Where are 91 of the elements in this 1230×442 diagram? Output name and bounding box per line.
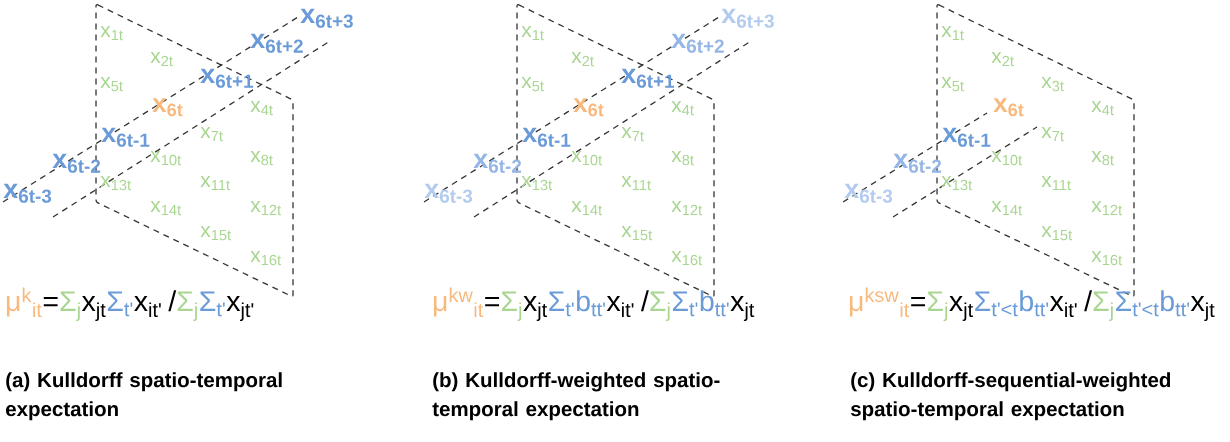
formula-term: x$_{jt}$ [1190,295,1215,322]
grid-cell-label: x$_{15t}$ [621,225,652,241]
target-cell-label: x$_{6t}$ [573,98,604,117]
formula-term: x$_{jt}$ [523,295,548,322]
grid-cell-label: x$_{2t}$ [991,51,1014,67]
time-step-label: x$_{6t-2}$ [52,153,101,173]
grid-cell-label: x$_{12t}$ [1091,200,1123,216]
grid-cell-label: x$_{8t}$ [671,150,694,166]
grid-cell-label: x$_{5t}$ [521,76,544,92]
grid-cell-label: x$_{7t}$ [621,126,644,142]
time-step-label: x$_{6t-1}$ [522,127,571,147]
time-step-label: x$_{6t+1}$ [200,68,254,88]
time-step-label: x$_{6t-1}$ [101,127,150,147]
formula-term: μ$^{kw}$it [433,287,484,318]
formula-term: Σ$_{t'}$b$_{tt'}$ [672,290,729,317]
grid-cell-label: x$_{13t}$ [941,175,973,191]
grid-cell-label: x$_{14t}$ [571,200,602,216]
formula-term: Σ$_{j}$ [501,291,522,322]
grid-cell-label: x$_{3t}$ [1041,76,1064,92]
grid-cell-label: x$_{2t}$ [150,51,173,67]
formula-term: = [485,297,499,307]
panel-caption: (a) Kulldorff spatio-temporal expectation [6,372,282,421]
time-step-label: x$_{6t-1}$ [942,127,991,147]
formula-term: Σ$_{t'<t}$b$_{tt'}$ [975,290,1049,317]
grid-cell-label: x$_{14t}$ [150,200,181,216]
grid-cell-label: x$_{16t}$ [250,250,281,266]
grid-cell-label: x$_{7t}$ [200,126,223,142]
target-cell-label: x$_{6t}$ [993,98,1024,117]
grid-cell-label: x$_{16t}$ [1091,250,1123,266]
grid-cell-label: x$_{4t}$ [671,100,694,116]
formula-term: Σ$_{t'}$ [107,291,133,317]
grid-cell-label: x$_{15t}$ [200,225,231,241]
formula-term: x$_{it'}$ [1049,295,1077,318]
grid-cell-label: x$_{15t}$ [1041,225,1073,241]
grid-cell-label: x$_{13t}$ [521,175,552,191]
panel-caption: (b) Kulldorff-weighted spatio-temporal expectation [432,372,720,421]
grid-cell-label: x$_{1t}$ [941,25,964,41]
formula-term: / [168,290,177,312]
grid-cell-label: x$_{8t}$ [250,150,273,166]
formula-term: = [911,297,925,307]
grid-cell-label: x$_{12t}$ [250,200,281,216]
grid-cell-label: x$_{1t}$ [521,25,544,41]
time-step-label: x$_{6t-3}$ [3,183,52,203]
grid-cell-label: x$_{8t}$ [1091,150,1114,166]
formula-term: x$_{jt}$ [949,295,974,322]
formula-term: / [1084,290,1093,312]
formula-term: Σ$_{j}$ [1093,291,1113,322]
grid-cell-label: x$_{11t}$ [621,175,651,191]
grid-cell-label: x$_{1t}$ [100,25,123,41]
time-step-label: x$_{6t+3}$ [721,8,774,28]
time-step-label: x$_{6t+2}$ [250,33,303,53]
grid-cell-label: x$_{16t}$ [671,250,703,266]
grid-cell-label: x$_{7t}$ [1041,126,1064,142]
grid-cell-label: x$_{11t}$ [1041,175,1071,191]
formula-term: x$_{jt'}$ [226,295,254,322]
grid-cell-label: x$_{4t}$ [250,100,273,116]
grid-cell-label: x$_{4t}$ [1091,100,1114,116]
time-step-label: x$_{6t-3}$ [424,183,473,203]
formula-term: x$_{jt}$ [81,295,106,322]
formula-term: μ$^{k}$it [6,287,42,318]
time-step-label: x$_{6t-3}$ [844,183,893,203]
grid-cell-label: x$_{5t}$ [941,76,964,92]
time-step-label: x$_{6t+3}$ [300,8,353,28]
grid-cell-label: x$_{13t}$ [100,175,131,191]
time-step-label: x$_{6t-2}$ [473,153,522,173]
grid-cell-label: x$_{12t}$ [671,200,703,216]
grid-cell-label: x$_{10t}$ [571,150,602,166]
formula-term: Σ$_{j}$ [177,291,197,322]
formula-term: = [43,297,58,307]
formula-term: x$_{it'}$ [134,295,161,318]
formula-term: x$_{it'}$ [606,295,634,318]
time-step-label: x$_{6t+2}$ [671,33,724,53]
grid-cell-label: x$_{10t}$ [991,150,1023,166]
formula-term: Σ$_{t'}$b$_{tt'}$ [549,290,605,317]
grid-cell-label: x$_{2t}$ [571,51,594,67]
formula-term: Σ$_{t'<t}$b$_{tt'}$ [1116,290,1189,317]
formula-term: Σ$_{t'}$ [200,291,225,317]
target-cell-label: x$_{6t}$ [152,98,183,117]
formula-term: Σ$_{j}$ [650,291,670,322]
formula-term: x$_{jt}$ [730,295,755,322]
formula-term: Σ$_{j}$ [927,291,948,322]
formula-term: Σ$_{j}$ [60,291,80,322]
formula-term: / [640,290,649,312]
time-step-label: x$_{6t-2}$ [893,153,942,173]
time-step-label: x$_{6t+1}$ [621,68,675,88]
grid-cell-label: x$_{11t}$ [200,175,230,191]
formula-term: μ$^{ksw}$it [849,287,910,318]
grid-cell-label: x$_{14t}$ [991,200,1023,216]
grid-cell-label: x$_{10t}$ [150,150,181,166]
panel-caption: (c) Kulldorff-sequential-weighted spatio-temporal expectation [850,372,1171,421]
grid-cell-label: x$_{5t}$ [100,76,123,92]
